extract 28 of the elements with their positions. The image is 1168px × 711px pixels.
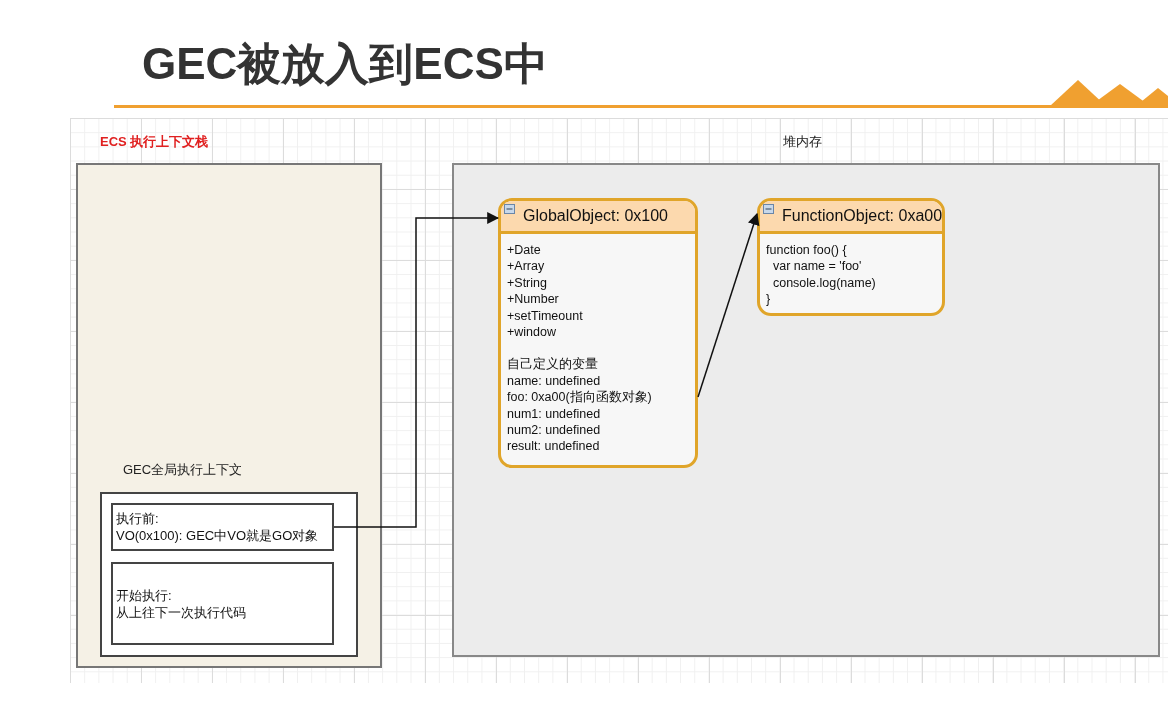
- container-heading: 堆内存: [783, 133, 822, 151]
- property-text: }: [766, 291, 771, 308]
- container-heading: ECS 执行上下文栈: [100, 133, 209, 151]
- property-text: +setTimeount: [507, 307, 583, 325]
- property-text: +Array: [507, 258, 545, 275]
- note-text: 从上往下一次执行代码: [116, 603, 247, 621]
- object-title: FunctionObject: 0xa00: [782, 206, 942, 226]
- arrow: [697, 212, 760, 398]
- object-title: GlobalObject: 0x100: [523, 206, 668, 226]
- property-text: name: undefined: [507, 372, 601, 390]
- property-text: +window: [507, 324, 556, 341]
- note-text: VO(0x100): GEC中VO就是GO对象: [116, 527, 320, 544]
- note-text: 开始执行:: [116, 586, 173, 604]
- property-text: +Number: [507, 291, 559, 308]
- property-text: function foo() {: [766, 242, 847, 259]
- note-text: 执行前:: [116, 510, 160, 527]
- arrow: [333, 212, 500, 528]
- property-text: foo: 0xa00(指向函数对象): [507, 389, 652, 406]
- property-text: +Date: [507, 242, 541, 259]
- container-heading: GEC全局执行上下文: [123, 461, 243, 479]
- property-text: num1: undefined: [507, 405, 601, 423]
- property-text: console.log(name): [771, 274, 876, 292]
- property-text: num2: undefined: [507, 422, 601, 439]
- property-text: result: undefined: [507, 438, 600, 455]
- property-text: 自己定义的变量: [507, 356, 598, 373]
- property-text: +String: [507, 274, 547, 292]
- property-text: var name = 'foo': [771, 258, 862, 275]
- page-title: GEC被放入到ECS中: [142, 38, 548, 90]
